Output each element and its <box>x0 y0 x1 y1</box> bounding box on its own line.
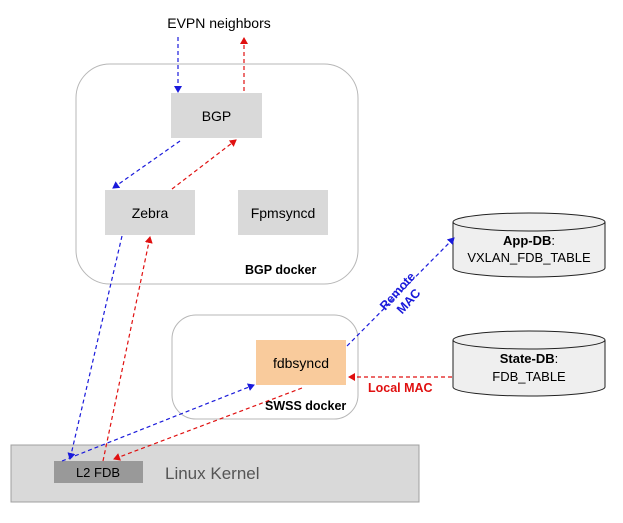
zebra-process-box <box>105 190 195 235</box>
arrow-fdbsyncd-to-app-db <box>346 237 455 347</box>
arrow-zebra-to-l2fdb <box>67 235 123 460</box>
l2-fdb-box <box>54 461 143 483</box>
app-db-colon: : <box>551 233 555 248</box>
fpmsyncd-process-box <box>238 190 328 235</box>
app-db-name: App-DB <box>503 233 551 248</box>
bgp-docker-label: BGP docker <box>245 263 316 277</box>
state-db-name: State-DB <box>500 351 555 366</box>
evpn-neighbors-label: EVPN neighbors <box>167 15 271 31</box>
fpmsyncd-process-label: Fpmsyncd <box>251 205 316 221</box>
state-db-table: FDB_TABLE <box>492 369 566 384</box>
fdbsyncd-process-box <box>256 340 346 385</box>
zebra-process-label: Zebra <box>132 205 169 221</box>
remote-mac-label-group: Remote MAC <box>377 270 423 317</box>
state-db-colon: : <box>555 351 559 366</box>
app-db-title: App-DB: <box>503 233 555 248</box>
l2-fdb-label: L2 FDB <box>76 465 120 480</box>
linux-kernel-label: Linux Kernel <box>165 464 260 483</box>
arrow-l2fdb-to-zebra <box>102 236 153 462</box>
app-db-table: VXLAN_FDB_TABLE <box>467 250 591 265</box>
swss-docker-label: SWSS docker <box>265 399 346 413</box>
app-db-cylinder <box>452 212 606 278</box>
bgp-process-label: BGP <box>202 108 232 124</box>
local-mac-label: Local MAC <box>368 381 433 395</box>
bgp-process-box <box>171 93 262 138</box>
arrow-fdbsyncd-to-l2fdb <box>113 387 303 461</box>
state-db-cylinder <box>452 330 606 397</box>
state-db-title: State-DB: <box>500 351 559 366</box>
fdbsyncd-process-label: fdbsyncd <box>273 355 329 371</box>
